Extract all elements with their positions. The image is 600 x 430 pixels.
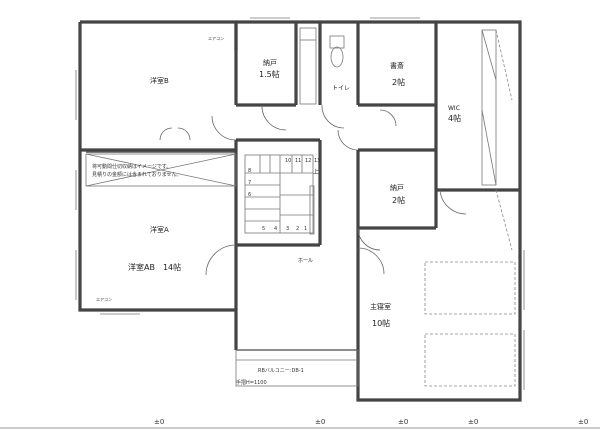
stair-num: 8 — [248, 168, 251, 174]
stair-num: 13 — [314, 158, 320, 164]
room-label-toilet: トイレ — [332, 85, 350, 92]
master-beds — [424, 261, 516, 387]
room-size-nando-1: 1.5帖 — [259, 69, 280, 79]
level-mark: ±0 — [315, 418, 325, 426]
closet-partition — [85, 153, 237, 187]
room-label-wic: WIC — [448, 105, 460, 112]
stair-num: 4 — [274, 226, 277, 232]
stair-num: 10 — [285, 158, 291, 164]
room-label-hall: ホール — [298, 258, 313, 264]
room-label-nando-2: 納戸 — [390, 183, 404, 192]
room-size-nando-2: 2帖 — [392, 195, 405, 205]
stair-num: 7 — [248, 180, 251, 186]
room-label-master: 主寝室 — [370, 302, 391, 311]
stair-num: 12 — [305, 158, 311, 164]
closet-note-1: 将可動間仕切収納はイメージです。 — [92, 163, 171, 170]
door-swings — [159, 104, 467, 276]
room-label-yoshitsu-a: 洋室A — [150, 225, 169, 234]
room-size-shosai: 2帖 — [392, 77, 405, 87]
closet-note-2: 見積りの金額には含まれておりません。 — [92, 171, 182, 178]
staircase — [244, 154, 315, 235]
room-size-wic: 4帖 — [448, 113, 461, 123]
room-label-nando-1: 納戸 — [263, 58, 277, 67]
toilet-fixture — [299, 27, 345, 105]
stair-num: 11 — [295, 158, 301, 164]
balcony — [235, 349, 359, 387]
stair-num: 2 — [296, 226, 299, 232]
level-mark: ±0 — [398, 418, 408, 426]
stair-num: 1 — [304, 226, 307, 232]
room-label-yoshitsu-b: 洋室B — [150, 76, 169, 85]
stair-num: 5 — [262, 226, 265, 232]
stair-up-label: 上 — [313, 168, 319, 176]
level-mark: ±0 — [578, 418, 588, 426]
balcony-label: RBバルコニー:DB-1 — [258, 368, 304, 374]
handrail-label: 手摺H=1100 — [236, 379, 267, 386]
eakon-label-2: エアコン — [96, 297, 112, 302]
level-mark: ±0 — [154, 418, 164, 426]
room-size-master: 10帖 — [372, 318, 390, 328]
room-label-yoshitsu-ab: 洋室AB 14帖 — [128, 262, 181, 272]
interior-walls — [80, 22, 520, 350]
stair-num: 6 — [248, 192, 251, 198]
eakon-label-1: エアコン — [208, 36, 224, 41]
window-marks — [75, 17, 525, 390]
level-mark: ±0 — [468, 418, 478, 426]
wic-shelving — [481, 29, 513, 251]
stair-num: 3 — [286, 226, 289, 232]
room-label-shosai: 書斎 — [390, 61, 404, 70]
